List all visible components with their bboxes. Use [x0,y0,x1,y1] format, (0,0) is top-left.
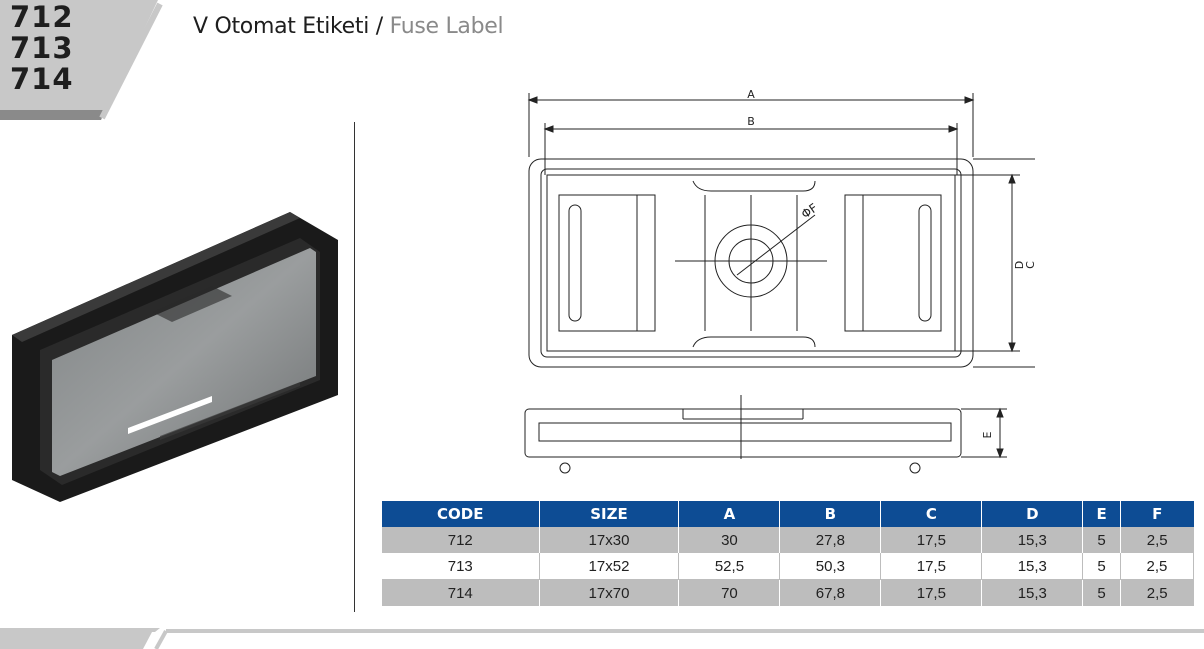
dim-label-b: B [747,115,755,128]
product-image [12,212,338,502]
code-713: 713 [10,31,74,65]
table-cell: 714 [382,579,540,606]
vertical-divider [354,122,355,612]
table-cell: 30 [678,527,781,553]
dim-label-d: D [1013,261,1026,269]
table-cell: 17,5 [880,553,983,580]
table-cell: 2,5 [1120,527,1194,553]
top-banner [0,0,163,120]
dim-label-f: ΦF [799,201,821,222]
product-codes: 712 713 714 [10,2,74,95]
col-header-code: CODE [382,501,540,527]
title-english: Fuse Label [389,14,504,39]
table-cell: 67,8 [779,579,882,606]
table-cell: 17x30 [539,527,680,553]
table-cell: 17,5 [880,527,983,553]
table-cell: 15,3 [981,527,1084,553]
table-cell: 52,5 [678,553,781,580]
col-header-f: F [1120,501,1194,527]
table-cell: 5 [1082,553,1121,580]
col-header-size: SIZE [539,501,680,527]
dim-label-c: C [1024,261,1035,269]
page-title: V Otomat Etiketi / Fuse Label [193,14,504,39]
col-header-a: A [678,501,781,527]
col-header-d: D [981,501,1084,527]
col-header-b: B [779,501,882,527]
table-cell: 2,5 [1120,579,1194,606]
table-cell: 15,3 [981,579,1084,606]
table-cell: 712 [382,527,540,553]
title-separator: / [375,14,383,39]
title-turkish: V Otomat Etiketi [193,14,370,39]
table-row: 713 17x52 52,5 50,3 17,5 15,3 5 2,5 [382,553,1195,580]
table-cell: 713 [382,553,540,580]
table-cell: 5 [1082,527,1121,553]
table-cell: 70 [678,579,781,606]
code-714: 714 [10,62,74,96]
table-cell: 17x70 [539,579,680,606]
col-header-e: E [1082,501,1121,527]
table-cell: 5 [1082,579,1121,606]
table-cell: 50,3 [779,553,882,580]
col-header-c: C [880,501,983,527]
table-cell: 2,5 [1120,553,1195,580]
table-cell: 17x52 [539,553,680,580]
dim-label-a: A [747,88,755,101]
table-header-row: CODE SIZE A B C D E F [382,501,1194,527]
table-row: 714 17x70 70 67,8 17,5 15,3 5 2,5 [382,579,1194,606]
table-cell: 15,3 [981,553,1084,580]
spec-table: CODE SIZE A B C D E F 712 17x30 30 27,8 … [382,501,1195,606]
footer-band [0,628,1204,649]
code-712: 712 [10,0,74,34]
technical-drawing: A B D C E ΦF [524,88,1035,474]
table-cell: 17,5 [880,579,983,606]
table-cell: 27,8 [779,527,882,553]
table-row: 712 17x30 30 27,8 17,5 15,3 5 2,5 [382,527,1194,553]
dim-label-e: E [981,431,994,438]
